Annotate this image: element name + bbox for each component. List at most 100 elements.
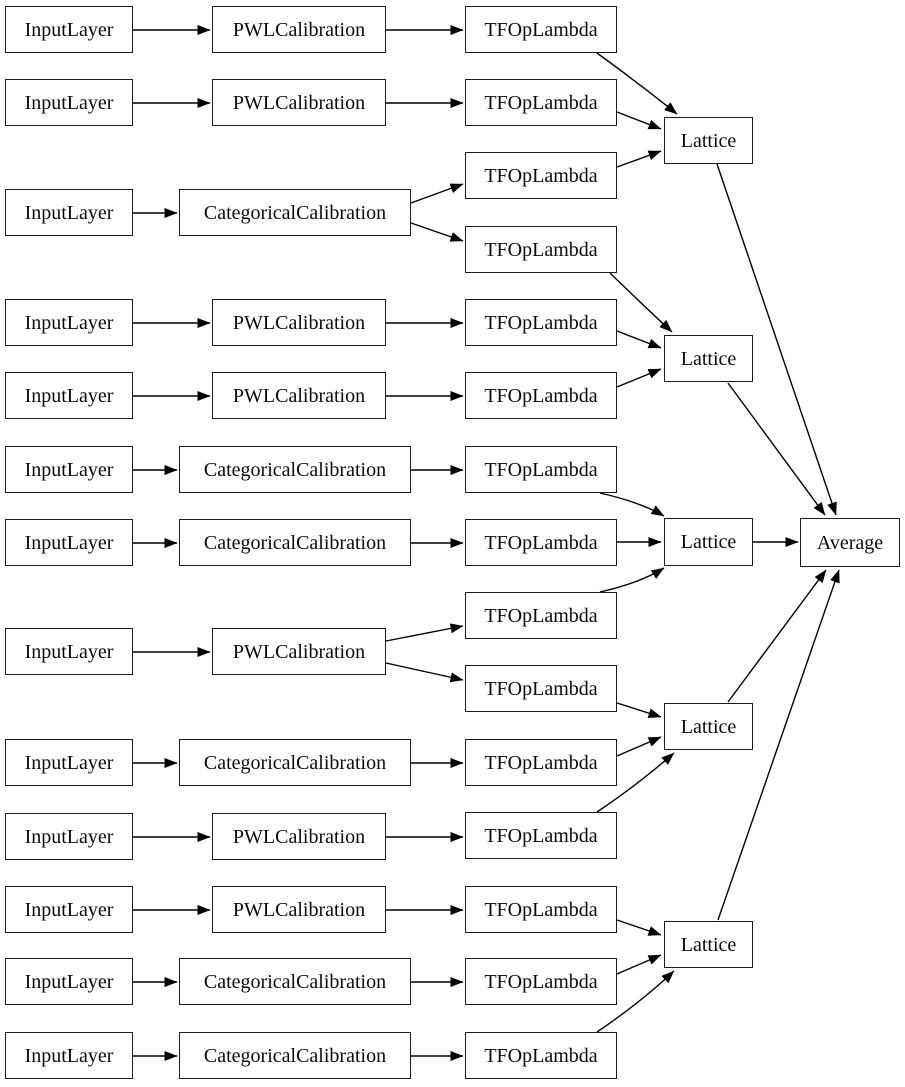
node-lattice-4: Lattice [664, 703, 753, 750]
node-input-3: InputLayer [5, 189, 133, 236]
node-input-7: InputLayer [5, 519, 133, 566]
node-input-1: InputLayer [5, 6, 133, 53]
node-label-tfop-12: TFOpLambda [484, 824, 598, 847]
node-label-tfop-9: TFOpLambda [484, 604, 598, 627]
node-label-lattice-3: Lattice [680, 531, 737, 553]
node-lattice-3: Lattice [664, 518, 753, 566]
node-input-8: InputLayer [5, 628, 133, 675]
node-label-lattice-5: Lattice [680, 933, 737, 956]
edge-tfop-10-to-lattice-4 [616, 702, 662, 718]
node-label-pwlcal-6: PWLCalibration [232, 825, 366, 848]
node-label-input-2: InputLayer [24, 91, 114, 114]
node-lattice-5: Lattice [664, 921, 753, 968]
edge-lattice-1-to-average [716, 163, 837, 516]
node-tfop-8: TFOpLambda [465, 519, 617, 566]
node-label-catcal-2: CategoricalCalibration [203, 458, 387, 481]
node-label-input-12: InputLayer [24, 970, 114, 993]
node-label-tfop-7: TFOpLambda [484, 458, 598, 481]
edge-tfop-15-to-lattice-5 [596, 970, 675, 1033]
node-label-lattice-1: Lattice [680, 129, 737, 152]
node-input-4: InputLayer [5, 299, 133, 346]
edge-lattice-2-to-average [727, 382, 826, 516]
node-pwlcal-3: PWLCalibration [212, 299, 386, 346]
node-input-13: InputLayer [5, 1032, 133, 1079]
edge-pwlcal-5-to-tfop-9 [385, 623, 464, 642]
node-tfop-7: TFOpLambda [465, 446, 617, 493]
node-label-input-13: InputLayer [24, 1044, 114, 1067]
node-label-catcal-4: CategoricalCalibration [203, 751, 387, 774]
edge-tfop-5-to-lattice-2 [616, 330, 662, 349]
node-label-pwlcal-3: PWLCalibration [232, 311, 366, 334]
edge-tfop-4-to-lattice-2 [609, 272, 673, 333]
node-label-tfop-15: TFOpLambda [484, 1044, 598, 1067]
edge-tfop-2-to-lattice-1 [616, 111, 662, 130]
node-catcal-2: CategoricalCalibration [179, 446, 411, 493]
node-tfop-5: TFOpLambda [465, 299, 617, 346]
node-label-pwlcal-4: PWLCalibration [232, 384, 366, 407]
node-label-tfop-1: TFOpLambda [484, 18, 598, 41]
node-label-catcal-6: CategoricalCalibration [203, 1044, 387, 1067]
edges-group [133, 25, 840, 1061]
node-label-tfop-13: TFOpLambda [484, 898, 598, 921]
node-catcal-3: CategoricalCalibration [179, 519, 411, 566]
node-label-tfop-5: TFOpLambda [484, 311, 598, 334]
node-label-tfop-11: TFOpLambda [484, 751, 598, 774]
node-tfop-3: TFOpLambda [465, 152, 617, 199]
node-label-input-5: InputLayer [24, 384, 114, 407]
node-catcal-1: CategoricalCalibration [179, 189, 411, 236]
node-tfop-12: TFOpLambda [465, 812, 617, 859]
edge-tfop-12-to-lattice-4 [596, 752, 675, 813]
node-catcal-4: CategoricalCalibration [179, 739, 411, 786]
node-pwlcal-6: PWLCalibration [212, 813, 386, 860]
node-label-tfop-10: TFOpLambda [484, 677, 598, 700]
node-catcal-5: CategoricalCalibration [179, 958, 411, 1005]
node-tfop-15: TFOpLambda [465, 1032, 617, 1079]
node-tfop-11: TFOpLambda [465, 739, 617, 786]
node-label-tfop-8: TFOpLambda [484, 531, 598, 554]
node-label-tfop-4: TFOpLambda [484, 238, 598, 261]
edge-lattice-5-to-average [717, 569, 840, 921]
node-label-input-10: InputLayer [24, 825, 114, 848]
node-input-6: InputLayer [5, 446, 133, 493]
node-tfop-9: TFOpLambda [465, 592, 617, 639]
node-label-input-9: InputLayer [24, 751, 114, 774]
node-label-catcal-5: CategoricalCalibration [203, 970, 387, 993]
node-input-12: InputLayer [5, 958, 133, 1005]
node-lattice-1: Lattice [664, 117, 753, 164]
node-input-2: InputLayer [5, 79, 133, 126]
node-input-10: InputLayer [5, 813, 133, 860]
edge-tfop-13-to-lattice-5 [616, 919, 662, 936]
node-label-input-7: InputLayer [24, 531, 114, 554]
edge-tfop-11-to-lattice-4 [616, 736, 662, 757]
node-label-tfop-14: TFOpLambda [484, 970, 598, 993]
edge-tfop-14-to-lattice-5 [616, 954, 662, 975]
edge-catcal-1-to-tfop-3 [410, 183, 464, 204]
node-label-input-11: InputLayer [24, 898, 114, 921]
node-pwlcal-1: PWLCalibration [212, 6, 386, 53]
node-pwlcal-7: PWLCalibration [212, 886, 386, 933]
node-label-catcal-3: CategoricalCalibration [203, 531, 387, 554]
node-label-average: Average [816, 531, 884, 554]
node-tfop-13: TFOpLambda [465, 886, 617, 933]
node-tfop-4: TFOpLambda [465, 226, 617, 273]
node-tfop-14: TFOpLambda [465, 958, 617, 1005]
node-label-pwlcal-1: PWLCalibration [232, 18, 366, 41]
node-tfop-2: TFOpLambda [465, 79, 617, 126]
node-input-5: InputLayer [5, 372, 133, 419]
node-average: Average [800, 518, 900, 567]
edge-catcal-1-to-tfop-4 [410, 222, 464, 242]
edge-lattice-4-to-average [727, 569, 827, 703]
node-lattice-2: Lattice [664, 335, 753, 382]
node-label-catcal-1: CategoricalCalibration [203, 201, 387, 224]
node-input-11: InputLayer [5, 886, 133, 933]
node-label-tfop-3: TFOpLambda [484, 164, 598, 187]
node-label-input-8: InputLayer [24, 640, 114, 663]
node-label-input-4: InputLayer [24, 311, 114, 334]
node-label-input-3: InputLayer [24, 201, 114, 224]
node-tfop-6: TFOpLambda [465, 372, 617, 419]
node-label-lattice-2: Lattice [680, 347, 737, 370]
node-label-input-6: InputLayer [24, 458, 114, 481]
node-pwlcal-2: PWLCalibration [212, 79, 386, 126]
